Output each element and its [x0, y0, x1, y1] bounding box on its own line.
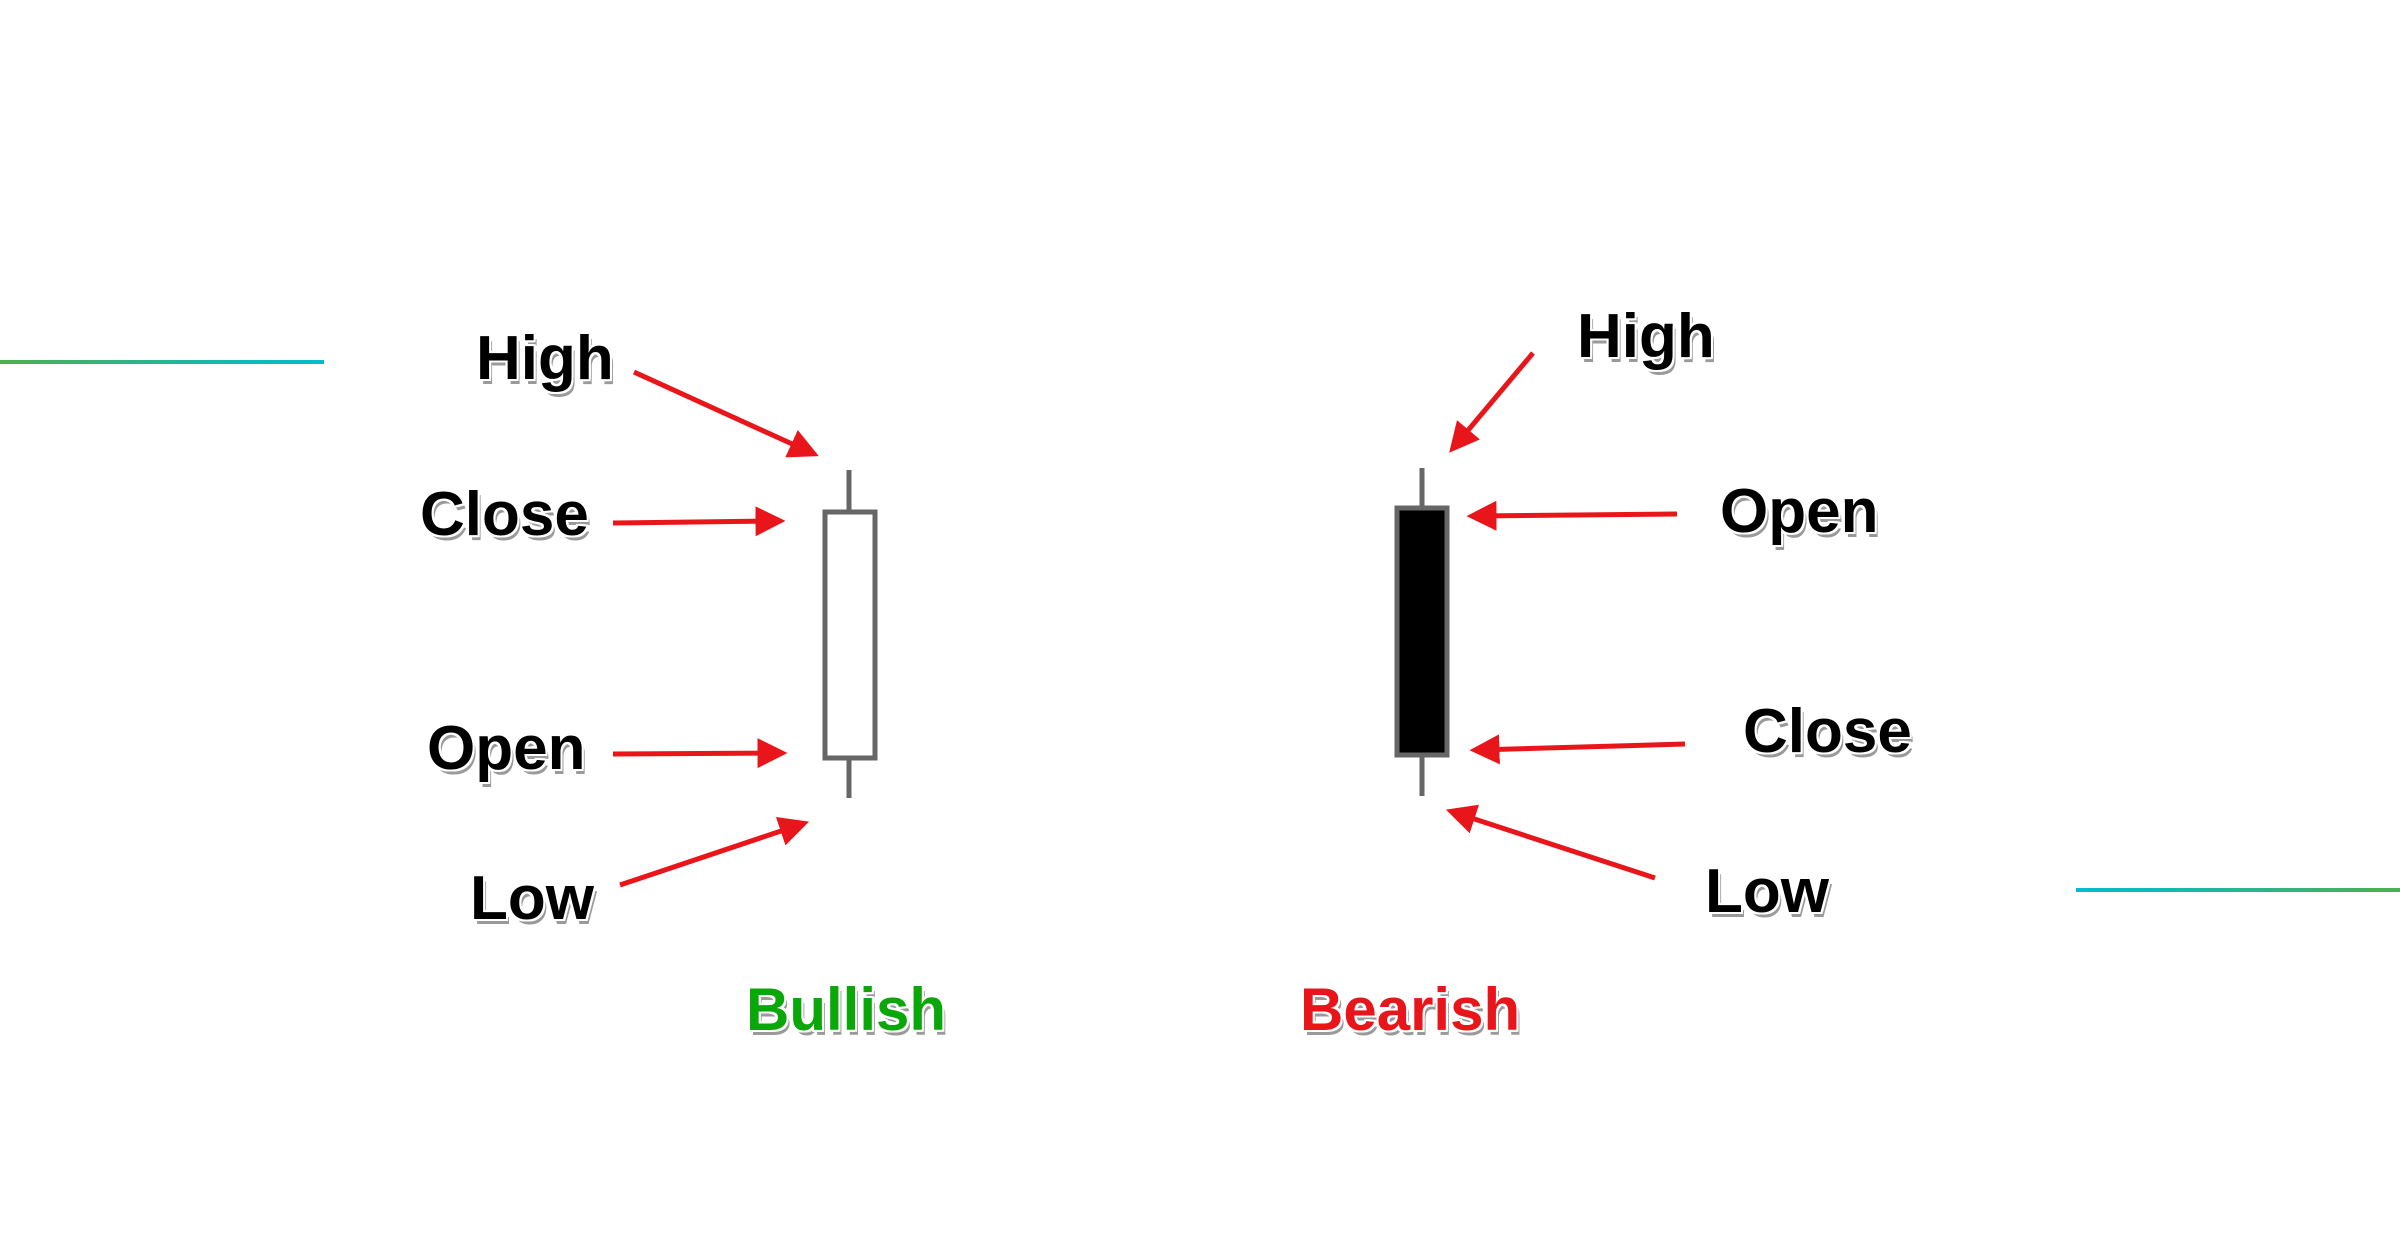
- bullish-arrows: [612, 369, 819, 888]
- title-bullish: Bullish: [746, 976, 947, 1043]
- arrow-bullish-close: [612, 506, 786, 537]
- arrow-bearish-open: [1466, 500, 1678, 531]
- arrow-bearish-high: [1449, 351, 1535, 453]
- arrow-bullish-high: [632, 369, 819, 458]
- accent-line-right: [2076, 888, 2400, 892]
- bullish-candle: [822, 470, 878, 798]
- label-bearish-close: Close: [1743, 697, 1912, 766]
- label-bearish-high: High: [1577, 302, 1715, 371]
- label-bearish-low: Low: [1705, 857, 1829, 926]
- accent-line-left: [0, 360, 324, 364]
- bearish-body: [1394, 505, 1450, 758]
- arrow-bearish-low: [1445, 804, 1656, 881]
- label-bullish-high: High: [476, 324, 614, 393]
- title-bearish: Bearish: [1300, 976, 1521, 1043]
- arrow-bullish-open: [612, 738, 788, 769]
- bullish-body: [822, 509, 878, 761]
- arrow-bearish-close: [1469, 734, 1686, 765]
- label-bullish-low: Low: [470, 864, 594, 933]
- bearish-arrows: [1445, 351, 1686, 881]
- bearish-candle: [1394, 468, 1450, 796]
- label-bullish-open: Open: [427, 714, 586, 783]
- label-bullish-close: Close: [420, 480, 589, 549]
- label-bearish-open: Open: [1720, 477, 1879, 546]
- arrow-bullish-low: [619, 816, 810, 888]
